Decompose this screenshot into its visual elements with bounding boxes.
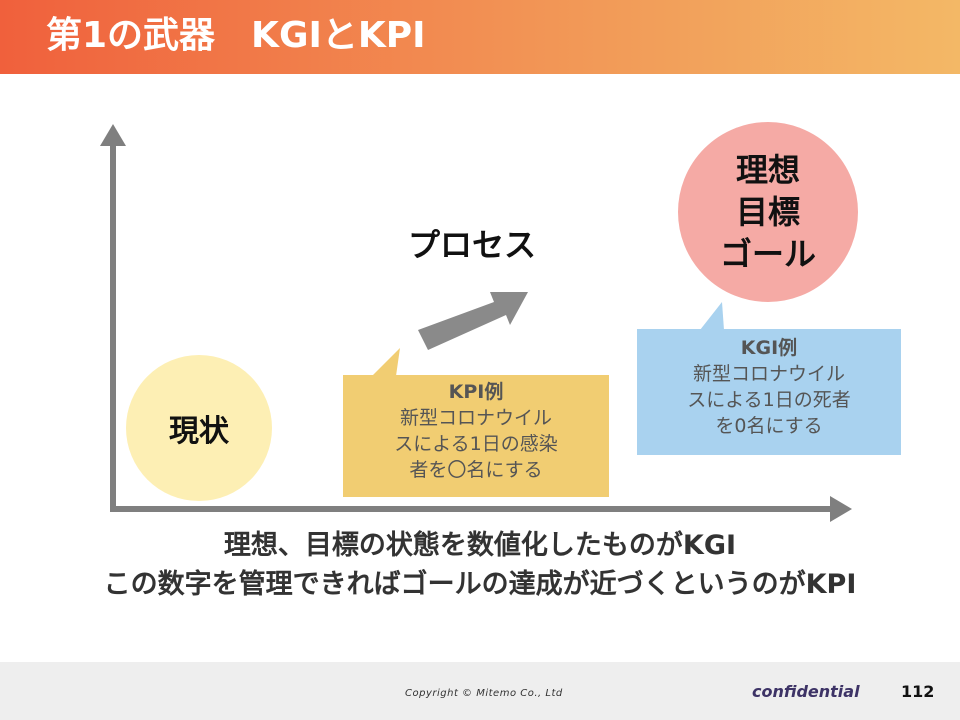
caption-kpi-definition: この数字を管理できればゴールの達成が近づくというのがKPI (103, 569, 857, 600)
kgi-callout-pointer (700, 302, 724, 330)
x-axis-arrowhead (830, 496, 852, 522)
kgi-callout-line: を0名にする (715, 415, 823, 437)
y-axis-arrowhead (100, 124, 126, 146)
goal-label-ideal: 理想 (735, 151, 800, 189)
kgi-example-callout: KGI例 新型コロナウイル スによる1日の死者 を0名にする (637, 329, 901, 455)
process-label: プロセス (408, 226, 537, 264)
header-bar: 第1の武器 KGIとKPI (0, 0, 960, 74)
kgi-callout-title: KGI例 (740, 337, 798, 359)
kpi-callout-line: スによる1日の感染 (394, 433, 558, 455)
confidential-label: confidential (752, 682, 860, 701)
goal-label-target: 目標 (735, 193, 800, 231)
footer-bar (0, 662, 960, 720)
page-title: 第1の武器 KGIとKPI (46, 15, 426, 56)
copyright-text: Copyright © Mitemo Co., Ltd (405, 688, 563, 699)
caption-kgi-definition: 理想、目標の状態を数値化したものがKGI (223, 530, 737, 561)
goal-circle: 理想 目標 ゴール (676, 120, 860, 304)
kpi-callout-line: 者を〇名にする (409, 459, 543, 481)
goal-label-goal: ゴール (719, 235, 816, 273)
kpi-callout-pointer (372, 348, 400, 376)
current-state-label: 現状 (169, 414, 229, 449)
kpi-callout-title: KPI例 (448, 381, 504, 403)
current-state-circle: 現状 (126, 355, 272, 501)
process-arrow (418, 292, 528, 350)
kgi-callout-line: 新型コロナウイル (692, 363, 845, 385)
page-number: 112 (901, 682, 935, 701)
kgi-callout-line: スによる1日の死者 (687, 389, 851, 411)
kpi-callout-line: 新型コロナウイル (399, 407, 552, 429)
kpi-example-callout: KPI例 新型コロナウイル スによる1日の感染 者を〇名にする (343, 375, 609, 497)
